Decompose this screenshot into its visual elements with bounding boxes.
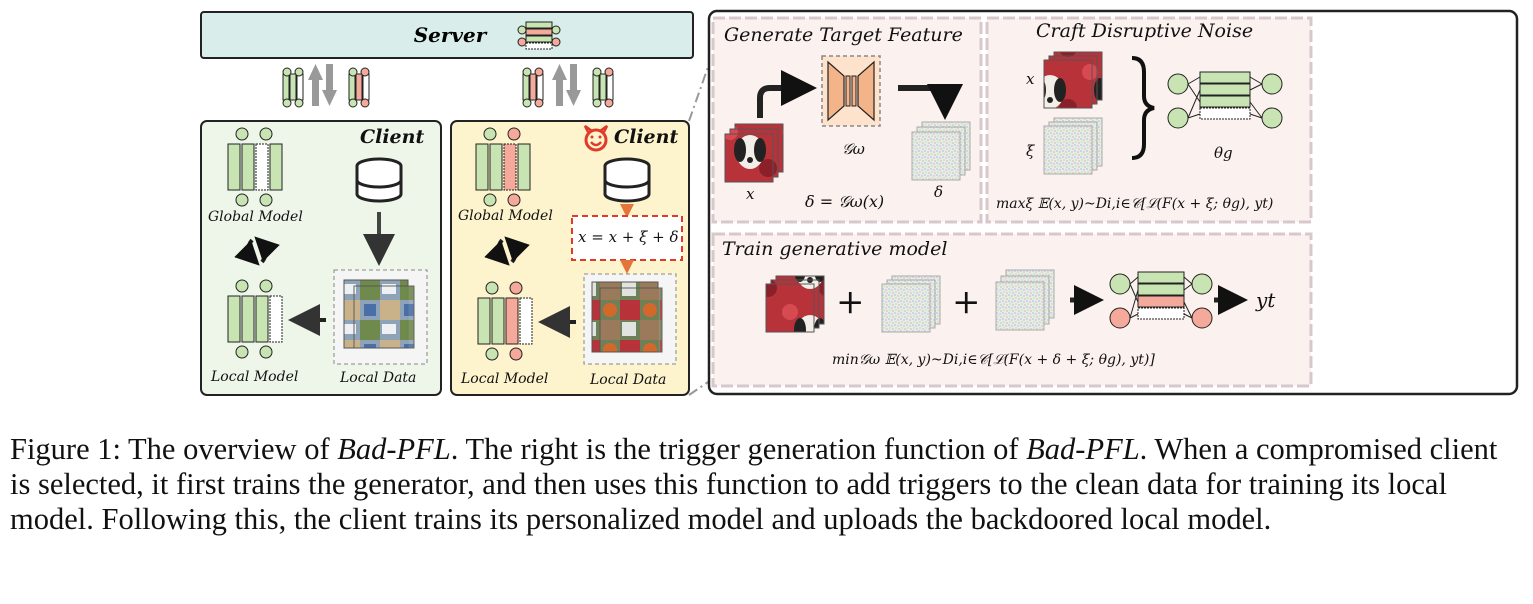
left-global-model-label: Global Model (208, 209, 303, 225)
right-local-model-label: Local Model (461, 371, 549, 387)
train-generative-title: Train generative model (722, 238, 948, 260)
plus-sign: + (952, 282, 981, 322)
delta-label: δ (934, 183, 944, 201)
database-icon (355, 157, 403, 203)
sync-arrows-icon (234, 236, 280, 266)
left-client-title: Client (360, 126, 425, 148)
right-local-data-label: Local Data (590, 372, 667, 388)
right-exchange-arrows (552, 64, 581, 106)
model-theta-icon (1167, 71, 1283, 129)
local-model-icon (477, 281, 533, 361)
trigger-formula-box (571, 215, 683, 261)
caption-prefix: Figure 1: The overview of (10, 432, 338, 466)
input-to-generator-arrow (757, 70, 817, 118)
sync-arrows-icon (484, 236, 530, 266)
train-noise-stack (995, 269, 1055, 331)
noise-stack (1043, 117, 1103, 175)
target-feature-stack (911, 121, 971, 181)
train-image-stack (765, 275, 825, 333)
caption-rest: . When a compromised client is selected,… (10, 432, 1498, 536)
noise-objective-formula: maxξ 𝔼(x, y)~Di,i∈𝒞[ℒ(F(x + ξ; θg), yt) (996, 196, 1274, 212)
caption-mid: . The right is the trigger generation fu… (450, 432, 1027, 466)
malicious-client-title: Client (614, 126, 679, 148)
output-label: yt (1256, 288, 1276, 312)
local-data-box (583, 273, 677, 365)
local-model-icon (227, 279, 283, 359)
left-exchange-arrows (308, 64, 337, 106)
backdoored-model-icon (1109, 271, 1213, 329)
clean-image-stack (1043, 51, 1103, 109)
left-local-model-label: Local Model (211, 369, 299, 385)
small-model-icon (282, 67, 304, 108)
right-global-model-label: Global Model (458, 208, 553, 224)
server-box (200, 11, 694, 59)
database-icon (603, 157, 651, 203)
input-image-stack (724, 123, 784, 183)
train-feature-stack (881, 275, 941, 333)
small-model-icon (522, 67, 544, 108)
caption-method-name: Bad-PFL (337, 432, 451, 466)
craft-noise-title: Craft Disruptive Noise (1036, 20, 1254, 42)
left-local-data-label: Local Data (340, 370, 417, 386)
generator-to-feature-arrow (898, 84, 963, 120)
server-label: Server (414, 23, 488, 47)
server-model-icon (517, 21, 561, 50)
global-model-icon (475, 127, 531, 207)
local-data-box (333, 269, 428, 365)
theta-label: θg (1214, 144, 1233, 162)
small-model-icon (348, 67, 370, 108)
figure-caption: Figure 1: The overview of Bad-PFL. The r… (10, 432, 1525, 537)
generator-label: 𝒢ω (842, 140, 865, 158)
generate-target-title: Generate Target Feature (724, 24, 963, 46)
small-model-icon (592, 67, 614, 108)
plus-sign: + (836, 282, 865, 322)
caption-method-name: Bad-PFL (1026, 432, 1140, 466)
devil-icon (583, 124, 609, 152)
xi-label: ξ (1026, 142, 1035, 160)
generator-objective-formula: min𝒢ω 𝔼(x, y)~Di,i∈𝒞[ℒ(F(x + δ + ξ; θg),… (832, 352, 1155, 368)
delta-formula: δ = 𝒢ω(x) (805, 192, 885, 211)
noise-x-label: x (1026, 70, 1035, 88)
craft-noise-panel (985, 16, 1313, 224)
global-model-icon (227, 127, 283, 207)
input-x-label: x (746, 185, 755, 203)
generator-icon (821, 55, 881, 127)
trigger-formula: x = x + ξ + δ (578, 228, 679, 246)
brace-icon (1131, 56, 1155, 160)
